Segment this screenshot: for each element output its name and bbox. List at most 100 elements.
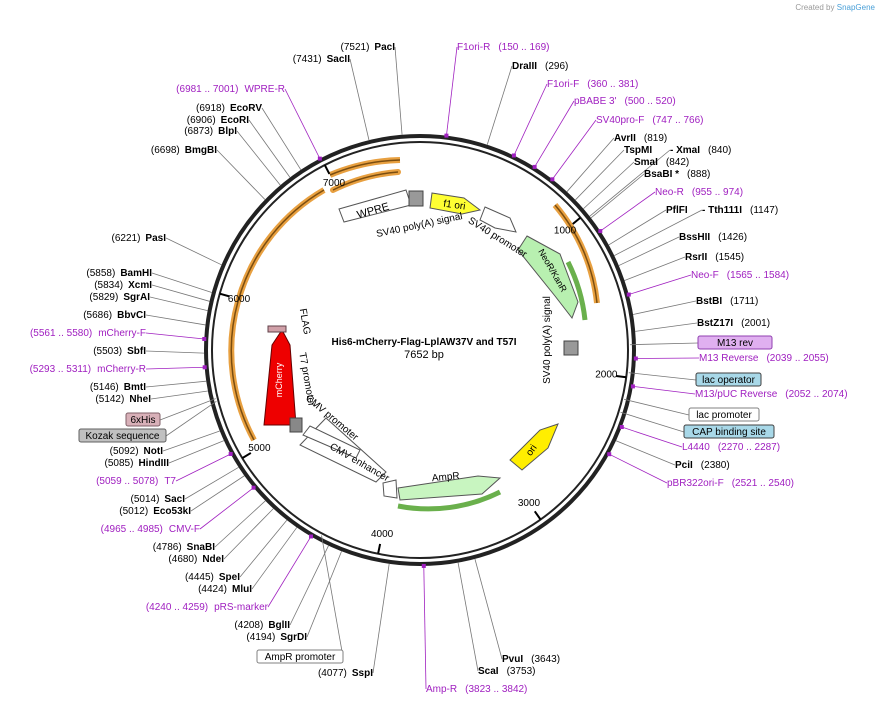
box-leader bbox=[620, 411, 685, 433]
site-name: BamHI bbox=[120, 268, 152, 279]
site-label: SpeI(4445) bbox=[185, 519, 288, 583]
box-leader bbox=[629, 342, 699, 346]
primer-range: (2270 .. 2287) bbox=[718, 442, 780, 453]
primer-leader bbox=[632, 385, 696, 395]
boxed-feature: CAP binding site bbox=[620, 411, 775, 439]
site-position: (1545) bbox=[715, 252, 744, 263]
primer-label: pBR322ori-F(2521 .. 2540) bbox=[607, 452, 794, 489]
primer-name: pBR322ori-F bbox=[667, 478, 724, 489]
primer-label: F1ori-F(360 .. 381) bbox=[511, 79, 638, 158]
primer-mark bbox=[444, 133, 449, 138]
site-name: EcoRI bbox=[221, 115, 250, 126]
site-position: (5092) bbox=[110, 446, 139, 457]
primer-name: pBABE 3' bbox=[574, 96, 617, 107]
primer-mark bbox=[317, 156, 322, 161]
site-label: BsaBI *(888) bbox=[590, 169, 710, 219]
site-position: (819) bbox=[644, 133, 667, 144]
primer-name: CMV-F bbox=[169, 524, 200, 535]
site-leader bbox=[632, 300, 697, 315]
site-position: (6918) bbox=[196, 103, 225, 114]
site-leader bbox=[145, 314, 206, 326]
site-label: Eco53kI(5012) bbox=[119, 475, 245, 517]
primer-label: mCherry-R(5293 .. 5311) bbox=[30, 364, 207, 375]
site-label: NotI(5092) bbox=[110, 430, 220, 457]
box-frame bbox=[695, 372, 762, 387]
feature-label: FLAG bbox=[297, 308, 312, 336]
primer-mark bbox=[228, 451, 233, 456]
site-position: (1426) bbox=[718, 232, 747, 243]
primer-range: (4965 .. 4985) bbox=[101, 524, 163, 535]
plasmid-name: His6-mCherry-Flag-LplAW37V and T57I bbox=[331, 337, 516, 348]
site-label: PciI(2380) bbox=[615, 440, 730, 471]
site-name: - XmaI bbox=[670, 145, 700, 156]
site-label: TspMI bbox=[575, 145, 652, 201]
primer-name: Amp-R bbox=[426, 684, 457, 695]
site-position: (4194) bbox=[246, 632, 275, 643]
sv40-promoter-feature bbox=[479, 206, 517, 233]
feature-label: f1 ori bbox=[443, 199, 467, 213]
site-name: DraIII bbox=[512, 61, 537, 72]
primer-range: (955 .. 974) bbox=[692, 187, 743, 198]
site-label: - XmaI(840) bbox=[589, 145, 731, 217]
site-position: (6221) bbox=[112, 233, 141, 244]
top-orange-arc-line bbox=[329, 159, 401, 176]
site-position: (5503) bbox=[93, 346, 122, 357]
primer-name: Neo-F bbox=[691, 270, 719, 281]
box-text: 6xHis bbox=[130, 415, 155, 426]
site-position: (4786) bbox=[153, 542, 182, 553]
box-leader bbox=[624, 398, 690, 416]
box-text: lac operator bbox=[702, 375, 755, 386]
site-name: BlpI bbox=[218, 126, 237, 137]
primer-label: pBABE 3'(500 .. 520) bbox=[532, 96, 676, 169]
box-text: AmpR promoter bbox=[265, 652, 336, 663]
site-label: HindIII(5085) bbox=[105, 440, 225, 469]
tick-label: 4000 bbox=[371, 529, 394, 540]
feature-label: SV40 poly(A) signal bbox=[542, 296, 553, 384]
box-leader bbox=[159, 398, 216, 421]
primer-leader bbox=[145, 332, 205, 340]
site-leader bbox=[590, 173, 645, 219]
f1-ori-feature bbox=[429, 192, 482, 215]
box-text: CAP binding site bbox=[692, 427, 766, 438]
primer-range: (2052 .. 2074) bbox=[785, 389, 847, 400]
site-position: (888) bbox=[687, 169, 710, 180]
site-leader bbox=[289, 545, 329, 626]
site-name: SpeI bbox=[219, 572, 240, 583]
site-leader bbox=[394, 46, 403, 135]
primer-label: mCherry-F(5561 .. 5580) bbox=[30, 328, 207, 341]
site-name: Eco53kI bbox=[153, 506, 191, 517]
primer-name: pRS-marker bbox=[214, 602, 269, 613]
primer-label: pRS-marker (4240 .. 4259) bbox=[146, 534, 313, 613]
site-position: (3753) bbox=[507, 666, 536, 677]
site-label: SgrDI(4194) bbox=[246, 551, 342, 643]
site-position: (6873) bbox=[184, 126, 213, 137]
site-leader bbox=[618, 236, 680, 266]
neo-green-arc bbox=[565, 260, 588, 321]
site-leader bbox=[306, 551, 342, 638]
site-label: NdeI(4680) bbox=[168, 508, 274, 565]
boxed-feature: AmpR promoter bbox=[256, 535, 344, 664]
primer-name: T7 bbox=[164, 476, 176, 487]
primer-leader bbox=[423, 565, 427, 690]
primer-mark bbox=[308, 534, 313, 539]
site-label: PvuI(3643) bbox=[474, 558, 560, 665]
site-label: BmgBI(6698) bbox=[151, 145, 266, 200]
primer-leader bbox=[635, 357, 700, 359]
site-label: BamHI(5858) bbox=[86, 268, 212, 293]
site-position: (842) bbox=[666, 157, 689, 168]
site-leader bbox=[486, 65, 513, 145]
primer-leader bbox=[628, 274, 692, 295]
site-name: PflFI bbox=[666, 205, 688, 216]
site-label: SnaBI(4786) bbox=[153, 500, 266, 553]
site-label: SspI(4077) bbox=[318, 563, 390, 679]
site-name: BssHII bbox=[679, 232, 710, 243]
primer-range: (1565 .. 1584) bbox=[727, 270, 789, 281]
primer-range: (4240 .. 4259) bbox=[146, 602, 208, 613]
site-leader bbox=[151, 284, 210, 302]
site-name: TspMI bbox=[624, 145, 652, 156]
primer-name: M13 Reverse bbox=[699, 353, 759, 364]
boxed-feature: Kozak sequence bbox=[78, 401, 217, 443]
ampr-promoter-feature bbox=[382, 479, 398, 499]
tick-label: 3000 bbox=[518, 498, 541, 509]
site-leader bbox=[168, 440, 225, 464]
